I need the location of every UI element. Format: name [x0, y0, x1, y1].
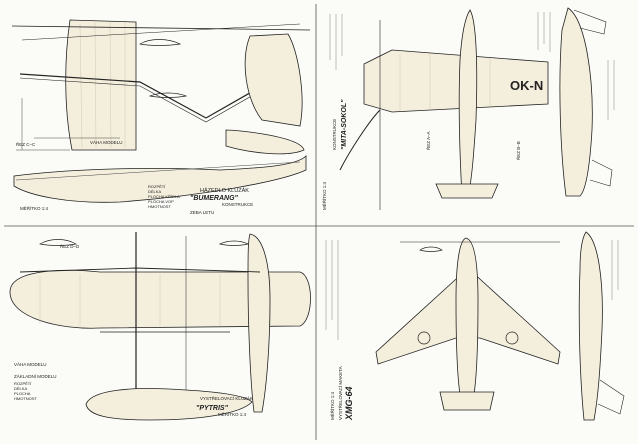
plan-bumerang: HÁZEDLO KLUZÁK "BUMERANG" KONSTRUKCE ZEB… [11, 19, 311, 215]
spec-line: DÉLKA [148, 189, 161, 194]
sokol-tailplane [435, 183, 499, 199]
bumerang-scale: MĚŘÍTKO 1:4 [20, 204, 49, 211]
plan-pytris: VYSTŘELOVACÍ KLUZÁK "PYTRIS" MĚŘÍTKO 1:4… [9, 232, 311, 421]
xmg-fuselage [455, 237, 479, 405]
bumerang-section: ŘEZ C–C [16, 140, 36, 147]
sokol-fuselage-side [559, 7, 593, 197]
bumerang-tailplane [225, 129, 305, 155]
spec-line: HMOTNOST [148, 204, 171, 209]
xmg-roundel-right [505, 331, 519, 345]
spec-line: HMOTNOST [14, 396, 37, 401]
pytris-specs: ROZPĚTÍ DÉLKA PLOCHA HMOTNOST [14, 381, 37, 401]
sokol-note: KONSTRUKCE [332, 119, 337, 150]
sokol-title: "MITA-SOKOL" [341, 99, 348, 150]
bumerang-kind-label: HÁZEDLO KLUZÁK [200, 187, 249, 194]
bumerang-area: ZEBA LETU [190, 210, 214, 215]
spec-line: PLOCHA [14, 391, 31, 396]
plan-xmg64: XMG-64 VYSTŘELOVACÍ MAKETA MĚŘÍTKO 1:4 [325, 231, 625, 421]
plan-mita-sokol: OK-N "MITA-SOKOL" KONSTRUKCE ŘEZ A–A ŘEZ… [320, 7, 615, 210]
xmg-fuselage-side [578, 231, 603, 421]
xmg-tail [439, 391, 495, 411]
spec-line: ROZPĚTÍ [14, 381, 32, 386]
spec-line: DÉLKA [14, 386, 27, 391]
bumerang-weight: VÁHA MODELU [90, 139, 123, 145]
sokol-wing [363, 49, 549, 113]
bumerang-subtitle: KONSTRUKCE [222, 202, 253, 207]
xmg-roundel-left [417, 331, 431, 345]
sokol-annotation-lines [329, 12, 615, 120]
bumerang-wing-left [65, 19, 137, 151]
pytris-weight: VÁHA MODELU [14, 361, 47, 367]
bumerang-title: "BUMERANG" [190, 195, 239, 202]
xmg-title: XMG-64 [344, 386, 354, 421]
bumerang-fuselage [13, 155, 307, 203]
bumerang-wing-front-view [19, 69, 291, 119]
pytris-spec-title: ZÁKLADNÍ MODELU [14, 373, 57, 379]
bumerang-specs: ROZPĚTÍ DÉLKA PLOCHA KŘÍDLA PLOCHA VOP H… [148, 184, 180, 209]
pytris-fuselage [247, 233, 271, 413]
spec-line: ROZPĚTÍ [148, 184, 166, 189]
xmg-annotation-lines [325, 240, 619, 340]
spec-line: PLOCHA VOP [148, 199, 174, 204]
pytris-scale: MĚŘÍTKO 1:4 [218, 410, 247, 417]
xmg-scale: MĚŘÍTKO 1:4 [328, 391, 335, 420]
spec-line: PLOCHA KŘÍDLA [148, 194, 180, 199]
sokol-registration: OK-N [510, 78, 543, 93]
pytris-tailplane [85, 388, 253, 421]
pytris-title: "PYTRIS" [196, 405, 229, 412]
sokol-scale: MĚŘÍTKO 1:4 [320, 181, 327, 210]
pytris-section: ŘEZ D–D [60, 242, 80, 249]
xmg-subtitle: VYSTŘELOVACÍ MAKETA [336, 366, 343, 420]
bumerang-fin [244, 33, 303, 127]
pytris-kind-label: VYSTŘELOVACÍ KLUZÁK [200, 394, 253, 401]
sokol-note: ŘEZ B–B [514, 141, 521, 160]
sokol-fuselage-top [458, 9, 478, 197]
sokol-note: ŘEZ A–A [424, 131, 431, 150]
